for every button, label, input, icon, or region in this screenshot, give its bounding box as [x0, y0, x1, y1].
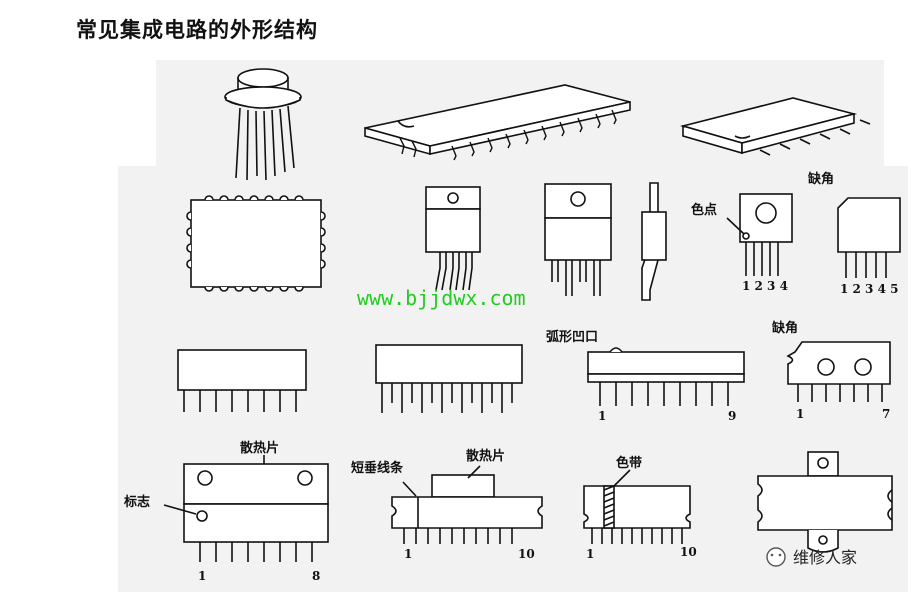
ic-plcc-package — [186, 195, 326, 292]
ic-dip16-package — [364, 84, 631, 161]
pin-cb10-end: 10 — [680, 545, 697, 559]
ic-sip10-color-band-package: 色带 1 10 — [583, 455, 697, 561]
pin-sv10-end: 10 — [518, 547, 535, 561]
ic-flat-package — [679, 97, 871, 156]
label-notch-corner: 缺角 — [771, 320, 798, 336]
pin-hs8-start: 1 — [198, 569, 206, 583]
watermark-url: www.bjjdwx.com — [357, 286, 526, 310]
pin-sv10-start: 1 — [404, 547, 412, 561]
ic-sip5-notch-corner-package: 缺角 1 2 3 4 5 — [807, 171, 901, 296]
ic-sip9-arc-notch-package: 弧形凹口 1 9 — [546, 329, 745, 423]
label-color-dot: 色点 — [691, 202, 717, 218]
label-color-band: 色带 — [616, 455, 642, 471]
pin-numbers-sip5-a: 1 2 3 4 — [742, 279, 788, 293]
badge-text: 维修人家 — [793, 548, 857, 567]
pin-zip7-start: 1 — [796, 407, 804, 421]
pin-cb10-start: 1 — [586, 547, 594, 561]
ic-sip8-package — [177, 349, 307, 412]
wechat-badge: 维修人家 — [766, 547, 857, 567]
ic-to220-package — [425, 186, 481, 291]
label-heatsink-2: 散热片 — [466, 448, 505, 464]
pin-sip9-end: 9 — [728, 409, 736, 423]
pin-sip9-start: 1 — [598, 409, 606, 423]
ic-sip5-color-dot-package: 色点 1 2 3 4 — [691, 193, 793, 293]
label-notch-corner-top: 缺角 — [807, 171, 834, 187]
pin-hs8-end: 8 — [312, 569, 320, 583]
pin-zip7-end: 7 — [882, 407, 890, 421]
ic-power-module-package — [757, 451, 893, 553]
ic-sip10-short-bar-package: 短垂线条 散热片 1 10 — [351, 448, 543, 561]
label-marker: 标志 — [123, 494, 150, 510]
ic-sip-heatsink-tab-package — [544, 183, 612, 296]
ic-sip-side-view — [641, 182, 667, 301]
label-heatsink-1: 散热片 — [240, 440, 279, 456]
ic-sip8-heatsink-package: 散热片 标志 1 8 — [123, 440, 329, 583]
ic-sip-dual-row-package — [375, 344, 523, 413]
page-title: 常见集成电路的外形结构 — [76, 17, 318, 42]
label-short-vertical-bar: 短垂线条 — [351, 460, 404, 476]
label-arc-notch: 弧形凹口 — [546, 329, 598, 345]
ic-metal-can-package — [224, 68, 302, 181]
ic-zip7-notch-corner-package: 缺角 1 7 — [771, 320, 891, 421]
pin-numbers-sip5-b: 1 2 3 4 5 — [840, 282, 898, 296]
